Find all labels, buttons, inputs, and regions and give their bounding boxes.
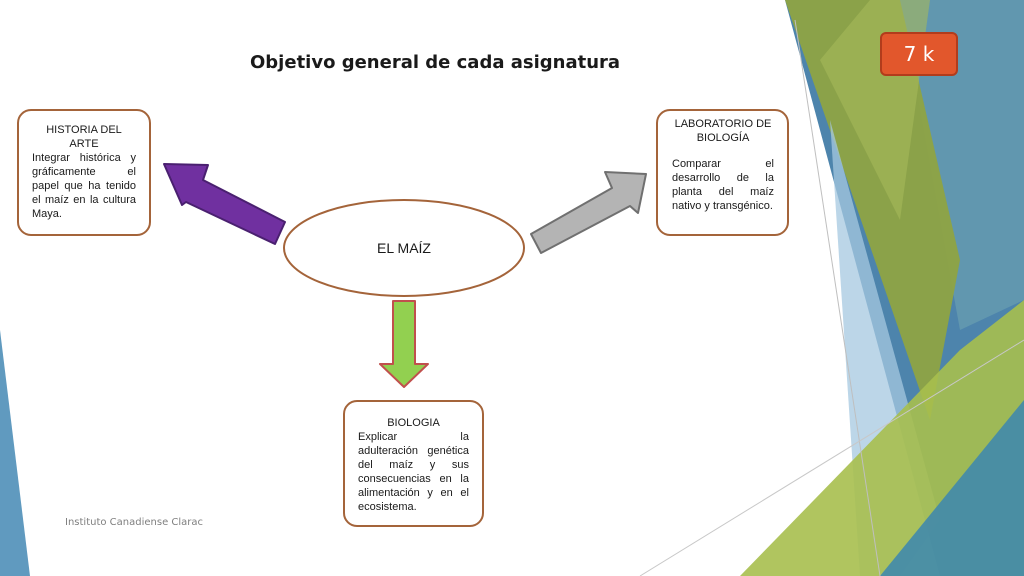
center-node-label: EL MAÍZ [377, 240, 431, 256]
slide-footer: Instituto Canadiense Clarac [65, 517, 204, 528]
node-heading: HISTORIA DEL ARTE [46, 124, 122, 150]
node-text: Comparar el desarrollo de la planta del … [672, 158, 774, 212]
node-biologia: BIOLOGIA Explicar la adulteración genéti… [343, 400, 484, 527]
node-laboratorio-de-biologia: LABORATORIO DE BIOLOGÍA Comparar el desa… [656, 109, 789, 236]
node-text: Integrar histórica y gráficamente el pap… [32, 152, 136, 220]
slide-badge[interactable]: 7 k [880, 32, 958, 76]
node-heading: LABORATORIO DE BIOLOGÍA [674, 118, 772, 144]
arrow-right [530, 171, 647, 254]
arrow-bottom [379, 300, 429, 388]
slide-badge-label: 7 k [903, 42, 935, 66]
node-historia-del-arte: HISTORIA DEL ARTE Integrar histórica y g… [17, 109, 151, 236]
slide-title: Objetivo general de cada asignatura [250, 52, 621, 73]
node-heading: BIOLOGIA [387, 417, 440, 429]
node-text: Explicar la adulteración genética del ma… [358, 431, 469, 513]
center-node-ellipse [283, 199, 525, 297]
arrow-left [163, 163, 286, 245]
